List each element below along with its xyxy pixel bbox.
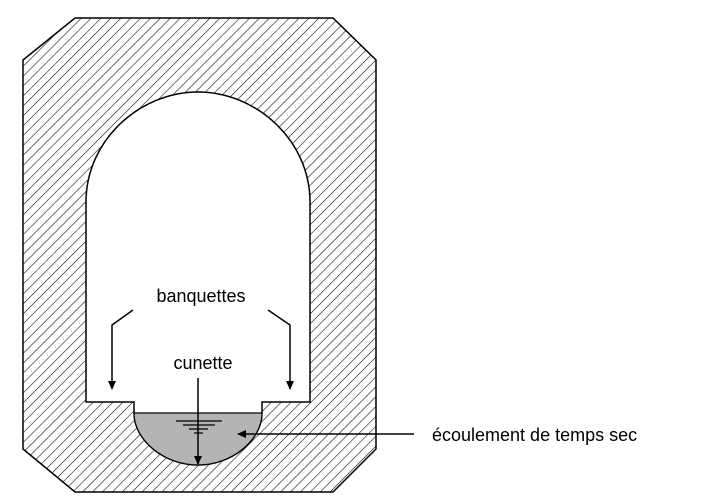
banquette-right-arrow — [267, 309, 294, 390]
label-cunette: cunette — [173, 353, 232, 373]
label-banquettes: banquettes — [156, 286, 245, 306]
banquette-left-arrow — [108, 309, 134, 390]
label-ecoulement: écoulement de temps sec — [432, 425, 637, 445]
